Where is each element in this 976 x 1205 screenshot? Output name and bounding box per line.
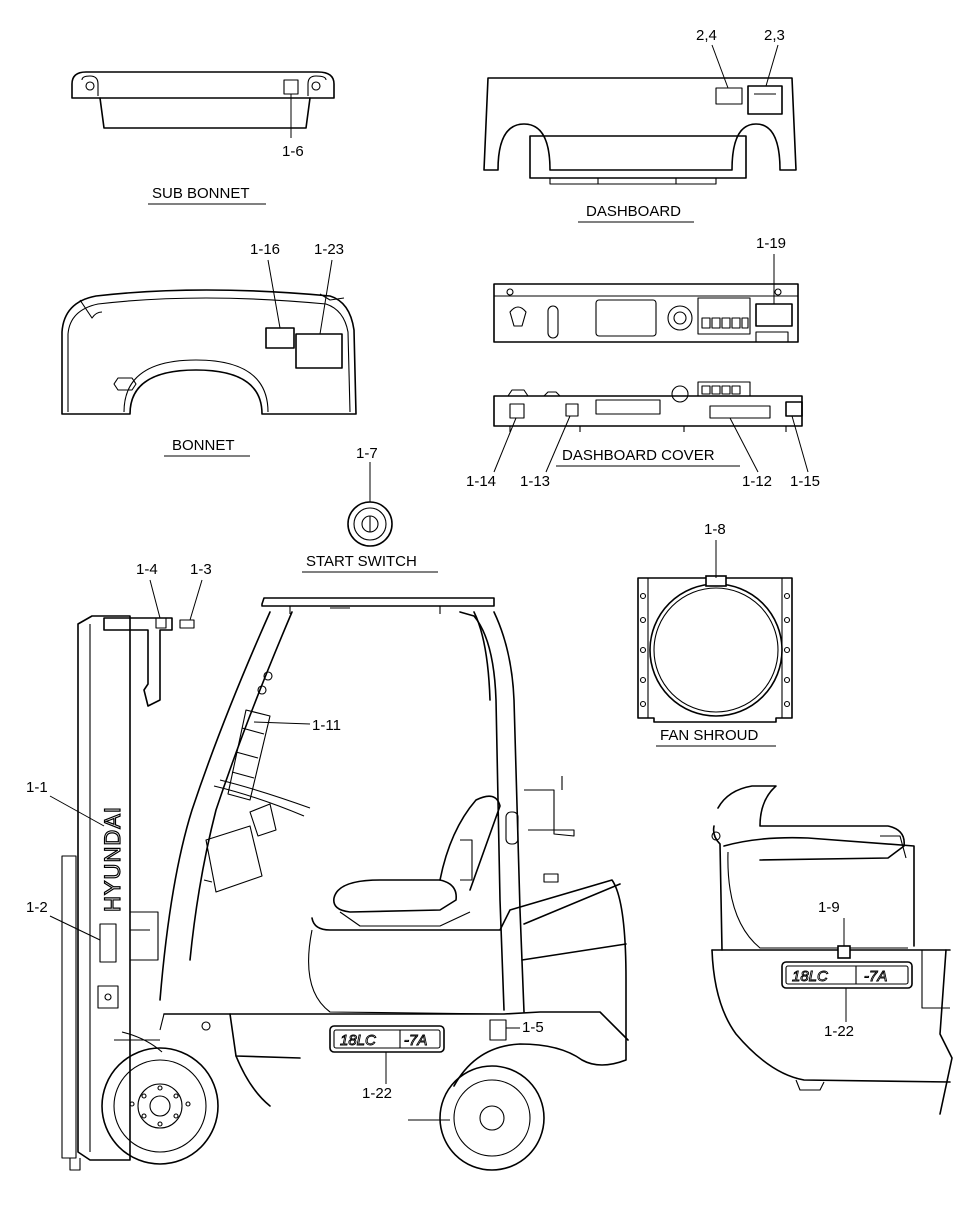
model-badge-right-text: 18LC [792,968,828,985]
callout-2-4: 2,4 [696,27,717,44]
start-switch-title: START SWITCH [306,553,417,570]
callout-1-8: 1-8 [704,521,726,538]
callout-1-19: 1-19 [756,235,786,252]
fan-shroud-drawing [637,575,793,723]
model-badge-left-suffix: -7A [404,1032,427,1049]
callout-1-16: 1-16 [250,241,280,258]
callout-1-22-left: 1-22 [362,1085,392,1102]
model-badge-left-text: 18LC [340,1032,376,1049]
callout-1-4: 1-4 [136,561,158,578]
callout-1-13: 1-13 [520,473,550,490]
callout-1-7: 1-7 [356,445,378,462]
bonnet-title: BONNET [172,437,235,454]
callout-1-11: 1-11 [312,717,341,734]
hyundai-brand-decal: HYUNDAI [100,806,125,912]
model-badge-right-suffix: -7A [864,968,887,985]
callout-1-1: 1-1 [26,779,48,796]
instrument-panel-drawing [493,283,799,343]
forklift-drawing [61,597,629,1171]
callout-1-15: 1-15 [790,473,820,490]
callout-1-22-right: 1-22 [824,1023,854,1040]
callout-2-3: 2,3 [764,27,785,44]
callout-1-6: 1-6 [282,143,304,160]
rear-detail-drawing [711,785,953,1115]
sub-bonnet-drawing [71,71,335,138]
callout-1-9: 1-9 [818,899,840,916]
callout-1-23: 1-23 [314,241,344,258]
dashboard-title: DASHBOARD [586,203,681,220]
fan-shroud-title: FAN SHROUD [660,727,759,744]
dashboard-cover-drawing [493,381,803,432]
start-switch-drawing [347,462,393,547]
sub-bonnet-title: SUB BONNET [152,185,250,202]
bonnet-drawing [61,289,357,415]
callout-1-12: 1-12 [742,473,772,490]
callout-1-3: 1-3 [190,561,212,578]
callout-1-14: 1-14 [466,473,496,490]
dashboard-cover-title: DASHBOARD COVER [562,447,715,464]
callout-1-5: 1-5 [522,1019,544,1036]
dashboard-drawing [483,77,797,185]
model-badge-left [329,1025,445,1053]
callout-1-2: 1-2 [26,899,48,916]
